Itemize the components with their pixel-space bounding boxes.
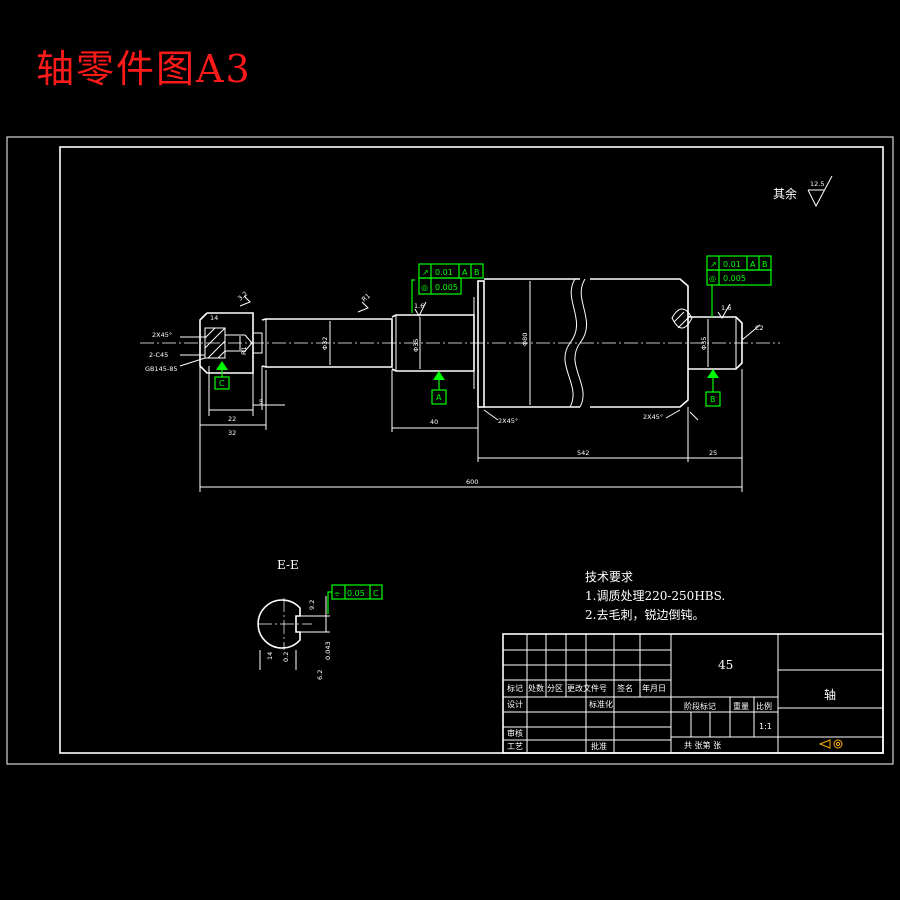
- svg-text:A: A: [750, 260, 756, 269]
- dim-thread: 2-C45: [149, 351, 168, 359]
- svg-text:阶段标记: 阶段标记: [684, 701, 716, 711]
- tech-line-2: 2.去毛刺，锐边倒钝。: [585, 608, 704, 622]
- dim-14: 14: [210, 314, 218, 322]
- dim-chamfer-mid1: 2X45°: [498, 417, 518, 425]
- section-dim-3: 0.2: [282, 652, 290, 662]
- svg-text:◎: ◎: [421, 283, 428, 292]
- dim-chamfer-mid2: 2X45°: [643, 413, 663, 421]
- svg-text:比例: 比例: [756, 701, 772, 711]
- svg-text:0.05: 0.05: [347, 589, 365, 598]
- dim-600: 600: [466, 478, 478, 486]
- dim-32: 32: [228, 429, 236, 437]
- section-dim-1: 9.2: [308, 600, 316, 610]
- datum-b-label: B: [710, 395, 716, 404]
- svg-text:A: A: [462, 268, 468, 277]
- page-title: 轴零件图A3: [36, 47, 252, 91]
- svg-text:1.6: 1.6: [721, 304, 731, 312]
- svg-text:◎: ◎: [709, 274, 716, 283]
- svg-text:R1: R1: [360, 292, 372, 304]
- dim-25: 25: [709, 449, 717, 457]
- tech-heading: 技术要求: [585, 570, 633, 584]
- roughness-value: 12.5: [810, 180, 824, 188]
- dim-c2: C2: [755, 324, 764, 332]
- projection-symbol: [818, 739, 843, 749]
- svg-text:标记: 标记: [507, 683, 523, 693]
- surface-roughness-marks: [239, 295, 731, 319]
- material-value: 45: [718, 658, 733, 672]
- svg-text:签名: 签名: [617, 683, 633, 693]
- svg-text:更改文件号: 更改文件号: [567, 683, 607, 693]
- dim-dia-right: Φ35: [700, 337, 708, 350]
- svg-text:1:1: 1:1: [759, 722, 772, 731]
- svg-text:B: B: [474, 268, 480, 277]
- section-label: E-E: [277, 558, 299, 572]
- dim-chamfer-left: 2X45°: [152, 331, 172, 339]
- section-dim-2: 14: [266, 652, 274, 660]
- svg-text:年月日: 年月日: [642, 683, 666, 693]
- technical-requirements: 技术要求 1.调质处理220-250HBS. 2.去毛刺，锐边倒钝。: [585, 570, 725, 622]
- dim-dia-big: Φ80: [521, 333, 529, 346]
- gdt-frame-left: ↗ 0.01 A B ◎ 0.005: [411, 263, 484, 313]
- dim-22: 22: [228, 415, 236, 423]
- svg-text:B: B: [762, 260, 768, 269]
- svg-text:分区: 分区: [547, 684, 563, 693]
- roughness-label: 其余: [773, 186, 797, 201]
- dim-542: 542: [577, 449, 589, 457]
- dim-r: R1: [240, 346, 248, 355]
- datum-a-label: A: [436, 393, 442, 402]
- svg-text:共 张第 张: 共 张第 张: [684, 740, 721, 750]
- roughness-symbol: 其余 12.5: [773, 175, 833, 208]
- svg-text:0.01: 0.01: [435, 268, 453, 277]
- tech-line-1: 1.调质处理220-250HBS.: [585, 589, 725, 603]
- inner-border: [59, 146, 884, 754]
- part-name: 轴: [824, 687, 836, 702]
- datum-markers: C A B: [214, 361, 721, 407]
- outer-border: [6, 136, 894, 765]
- dim-dia-shaft: Φ32: [321, 337, 329, 350]
- dimension-lines: [179, 281, 761, 492]
- section-dim-5: 0.043: [324, 641, 332, 660]
- dim-40: 40: [430, 418, 438, 426]
- svg-text:0.01: 0.01: [723, 260, 741, 269]
- svg-text:批准: 批准: [591, 741, 607, 751]
- dim-5: 5: [259, 398, 263, 406]
- section-dim-4: 6.2: [316, 670, 324, 680]
- gdt-frame-right: ↗ 0.01 A B ◎ 0.005: [706, 255, 772, 317]
- svg-text:设计: 设计: [507, 699, 523, 709]
- svg-text:↗: ↗: [710, 260, 717, 269]
- datum-c-label: C: [219, 379, 225, 388]
- svg-text:C: C: [373, 589, 379, 598]
- svg-text:1.6: 1.6: [414, 302, 424, 310]
- section-view-ee: E-E 9.2 14 0.2 6.2 0.043 ⌯ 0.05 C: [257, 558, 383, 680]
- svg-text:↗: ↗: [422, 268, 429, 277]
- svg-text:重量: 重量: [733, 701, 749, 711]
- svg-text:0.005: 0.005: [435, 283, 458, 292]
- dim-gb: GB145-85: [145, 365, 178, 373]
- svg-text:工艺: 工艺: [507, 742, 523, 751]
- shaft-outline: [199, 278, 743, 408]
- svg-text:0.005: 0.005: [723, 274, 746, 283]
- svg-text:3.2: 3.2: [236, 290, 249, 303]
- title-block: 标记 处数 分区 更改文件号 签名 年月日 设计 标准化 审核 工艺 批准 阶段…: [502, 633, 884, 754]
- dim-dia-mid: Φ35: [412, 339, 420, 352]
- svg-text:审核: 审核: [507, 728, 523, 738]
- svg-text:标准化: 标准化: [589, 699, 613, 709]
- svg-text:处数: 处数: [528, 683, 544, 693]
- svg-text:⌯: ⌯: [334, 589, 341, 598]
